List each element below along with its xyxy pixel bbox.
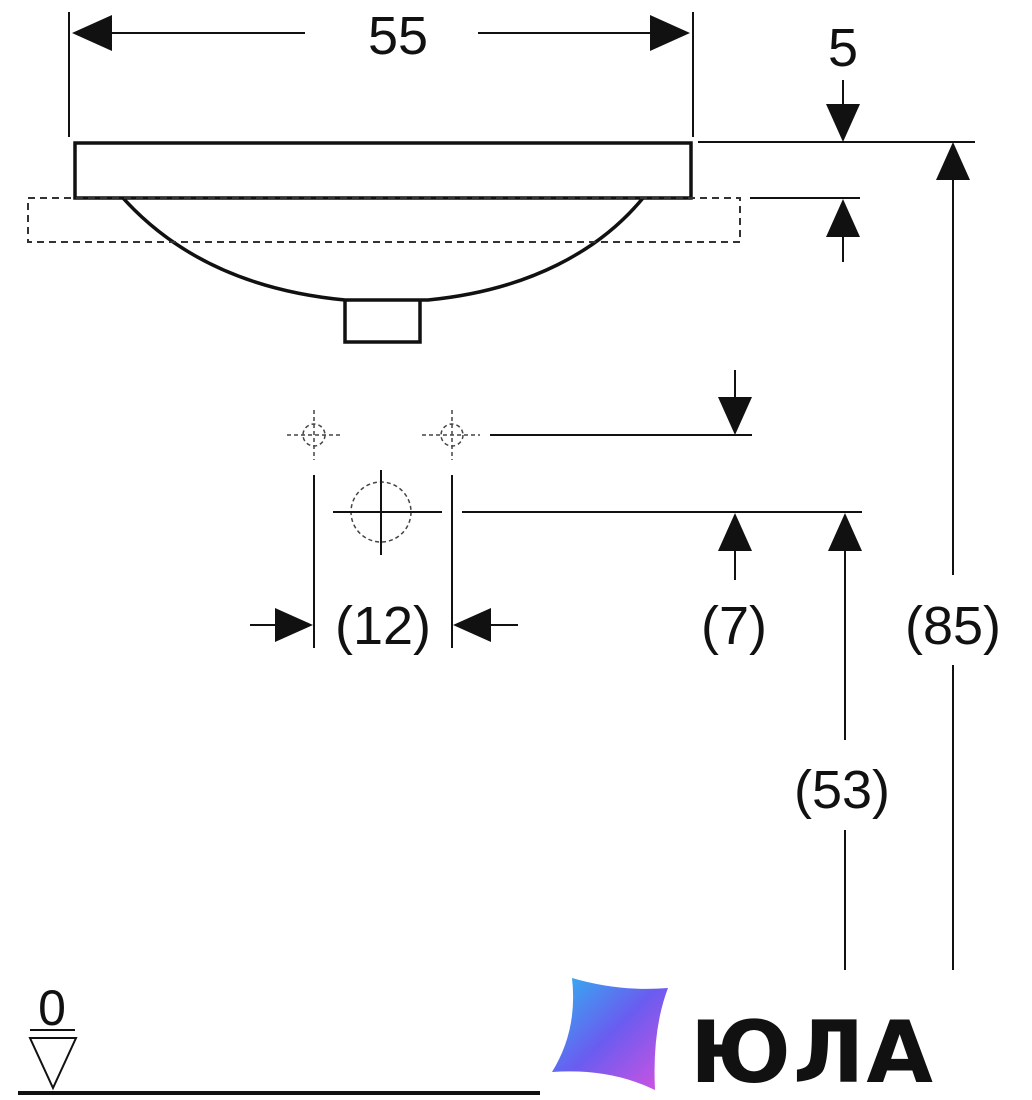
floor-level-marker: 0 (18, 980, 540, 1095)
arrow-up (936, 142, 970, 180)
basin-rim (73, 141, 693, 200)
rim-label: 5 (828, 18, 858, 78)
total-height-dimension: (85) (905, 142, 1001, 970)
rim-dimension: 5 (698, 18, 975, 262)
arrow-up (718, 513, 752, 551)
tap-offset-dimension: (7) (462, 370, 862, 656)
arrow-down (718, 397, 752, 435)
tap-spacing-label: (12) (335, 596, 431, 656)
tap-spacing-dimension: (12) (250, 596, 518, 656)
total-height-label: (85) (905, 596, 1001, 656)
floor-level-label: 0 (38, 980, 66, 1036)
tap-offset-label: (7) (701, 596, 767, 656)
basin-drain (343, 300, 422, 344)
arrow-right (275, 608, 313, 642)
logo-text: ЮЛА (690, 1003, 935, 1100)
tap-holes (287, 410, 480, 648)
arrow-right (650, 15, 690, 51)
tap-height-label: (53) (794, 760, 890, 820)
arrow-left (72, 15, 112, 51)
logo-star-icon (552, 978, 668, 1090)
level-triangle-icon (28, 1037, 78, 1091)
arrow-up (828, 513, 862, 551)
arrow-up (826, 199, 860, 237)
arrow-left (453, 608, 491, 642)
basin-outline (27, 141, 741, 344)
arrow-down (826, 104, 860, 142)
countertop-outline (27, 197, 741, 243)
basin-bowl (121, 196, 645, 302)
width-dimension: 55 (68, 6, 694, 137)
logo: ЮЛА (552, 978, 935, 1100)
width-label: 55 (368, 6, 428, 66)
tap-height-dimension: (53) (794, 513, 890, 970)
